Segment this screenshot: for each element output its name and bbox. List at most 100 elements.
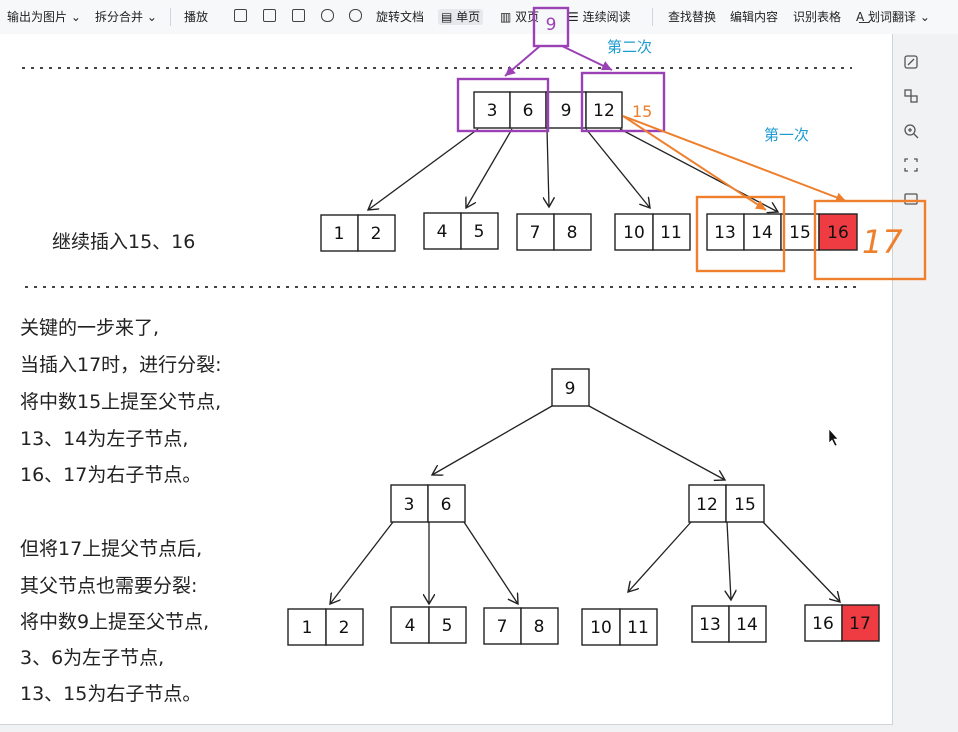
- edit-icon[interactable]: [903, 54, 919, 70]
- explanation-line: 将中数15上提至父节点,: [20, 391, 221, 413]
- rotate-left-icon[interactable]: [321, 9, 334, 22]
- key-cell: [691, 605, 730, 643]
- explanation-line: 其父节点也需要分裂:: [20, 575, 197, 597]
- key-text: 8: [534, 617, 545, 637]
- key-text: 1: [334, 224, 345, 244]
- key-cell: [390, 484, 429, 523]
- split-arrow: [504, 45, 541, 77]
- single-page-button[interactable]: ▤ 单页: [438, 9, 484, 25]
- pointer-arrow: [628, 521, 692, 592]
- key-cell: [287, 608, 327, 646]
- left-split-highlight: [456, 77, 550, 133]
- handwritten-17: 17: [862, 223, 903, 261]
- key-cell: [423, 212, 462, 250]
- explanation-line: 将中数9上提至父节点,: [20, 611, 209, 633]
- key-cell: [427, 484, 466, 523]
- key-text: 10: [590, 618, 612, 638]
- bottom-root-node: [551, 368, 590, 407]
- find-replace-button[interactable]: 查找替换: [668, 10, 717, 24]
- key-text: 12: [593, 101, 615, 121]
- compare-icon[interactable]: [903, 191, 919, 207]
- explanation-line: 当插入17时，进行分裂:: [20, 354, 222, 376]
- pointer-arrow: [432, 405, 553, 475]
- insert-arrow: [622, 115, 847, 203]
- key-cell: [728, 605, 767, 643]
- actual-size-icon[interactable]: [234, 9, 247, 22]
- word-translate-menu[interactable]: A͟ 划词翻译 ⌄: [856, 10, 930, 24]
- top-root-node: [473, 91, 623, 129]
- fit-width-icon[interactable]: [292, 9, 305, 22]
- key-text: 6: [441, 495, 452, 515]
- insert-caption: 继续插入15、16: [52, 231, 195, 253]
- key-cell: [325, 608, 364, 646]
- right-split-highlight: [580, 71, 666, 133]
- pointer-arrow: [368, 128, 479, 210]
- screenshot-icon[interactable]: [903, 157, 919, 173]
- right-leaf-highlight: [813, 199, 927, 281]
- pointer-arrow: [547, 128, 549, 207]
- highlighted-key-cell: [818, 213, 858, 251]
- rotate-right-icon[interactable]: [349, 9, 362, 22]
- pointer-arrow: [762, 521, 840, 602]
- word-translate-label: 划词翻译: [868, 10, 917, 24]
- key-text: 4: [405, 616, 416, 636]
- key-cell: [652, 213, 691, 251]
- key-cell: [483, 607, 522, 645]
- zoom-in-icon[interactable]: [903, 123, 919, 139]
- key-text: 6: [523, 101, 534, 121]
- key-text: 9: [561, 101, 572, 121]
- key-text: 11: [627, 618, 649, 638]
- export-image-label: 输出为图片: [7, 10, 68, 24]
- convert-icon[interactable]: [903, 88, 919, 104]
- key-cell: [553, 213, 592, 251]
- key-cell: [390, 606, 430, 644]
- key-cell: [428, 606, 467, 644]
- explanation-line: 但将17上提父节点后,: [20, 538, 202, 560]
- key-text: 16: [812, 614, 834, 634]
- fit-page-icon[interactable]: [263, 9, 276, 22]
- explanation-line: 13、14为左子节点,: [20, 428, 188, 450]
- key-text: 2: [371, 224, 382, 244]
- explanation-line: 关键的一步来了,: [20, 317, 159, 339]
- rotate-document-button[interactable]: 旋转文档: [376, 10, 425, 24]
- key-text: 5: [442, 616, 453, 636]
- level2-child-pointers: [330, 521, 840, 604]
- key-text: 14: [736, 615, 758, 635]
- pointer-arrow: [330, 521, 394, 604]
- key-text: 11: [660, 223, 682, 243]
- highlighted-key-cell: [841, 604, 880, 642]
- bottom-leaf-nodes: [287, 604, 880, 646]
- key-text: 9: [565, 379, 576, 399]
- key-cell: [357, 214, 396, 252]
- promoted-key-highlight: [532, 6, 570, 48]
- key-text: 1: [302, 618, 313, 638]
- toolbar-divider: [652, 8, 653, 26]
- split-merge-menu[interactable]: 拆分合并 ⌄: [95, 10, 157, 24]
- level2-nodes: [390, 484, 765, 523]
- key-text: 14: [751, 223, 773, 243]
- toolbar-divider: [170, 8, 171, 26]
- export-image-menu[interactable]: 输出为图片 ⌄: [7, 10, 81, 24]
- key-text: 17: [849, 614, 871, 634]
- root-child-pointers: [432, 405, 725, 480]
- recognize-table-button[interactable]: 识别表格: [793, 10, 842, 24]
- key-cell: [725, 484, 765, 523]
- key-cell: [706, 213, 745, 251]
- key-text: 7: [530, 223, 541, 243]
- explanation-line: 3、6为左子节点,: [20, 647, 164, 669]
- continuous-reading-button[interactable]: ☰ 连续阅读: [568, 10, 631, 24]
- explanation-line: 13、15为右子节点。: [20, 683, 201, 705]
- pointer-arrow: [727, 521, 731, 600]
- play-button[interactable]: 播放: [184, 10, 209, 24]
- pointer-arrow: [463, 521, 518, 604]
- insert-arrow: [622, 115, 767, 211]
- top-leaf-nodes: [320, 212, 858, 252]
- edit-content-button[interactable]: 编辑内容: [730, 10, 779, 24]
- key-text: 15: [789, 223, 811, 243]
- key-text: 3: [404, 495, 415, 515]
- top-child-pointers: [368, 128, 778, 212]
- promoted-key-text: 9: [546, 15, 557, 35]
- single-page-label: 单页: [456, 10, 481, 24]
- key-text: 13: [699, 615, 721, 635]
